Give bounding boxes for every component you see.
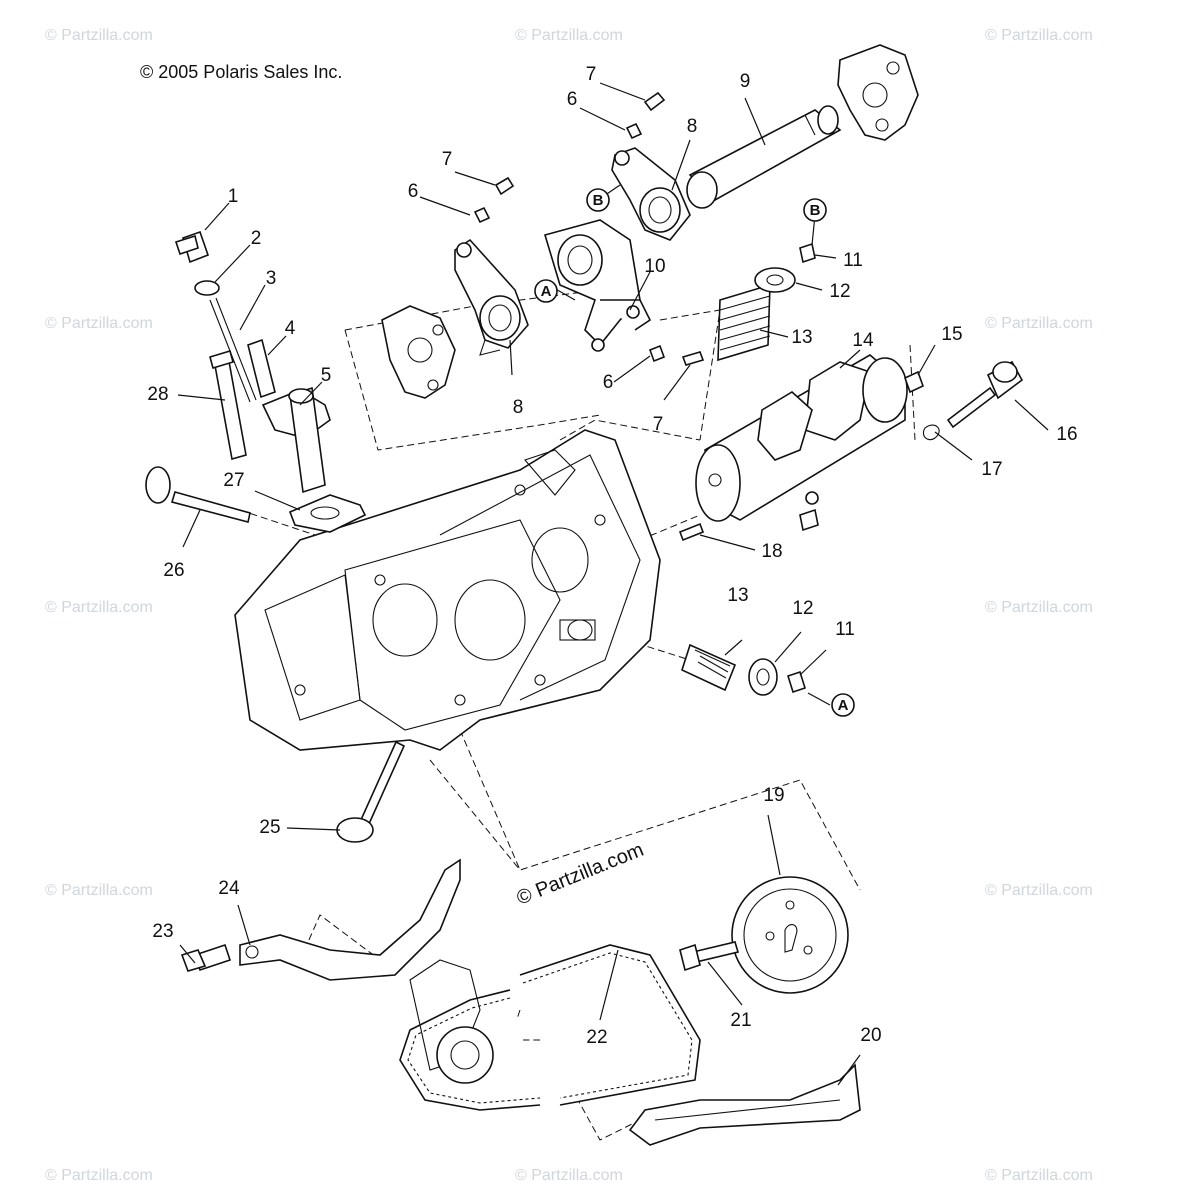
watermark: © Partzilla.com <box>45 315 153 332</box>
callout-number: 22 <box>586 1027 607 1048</box>
callout-labels: 1 2 3 4 5 6 6 6 7 7 7 8 8 9 10 11 11 12 … <box>147 64 1077 1048</box>
watermark-layer: © Partzilla.com © Partzilla.com © Partzi… <box>45 27 1093 1184</box>
callout-number: 11 <box>843 250 863 271</box>
crankshaft-sprocket <box>409 959 494 1084</box>
lower-valve-spring-set <box>681 643 806 696</box>
tensioner-blade <box>239 858 461 981</box>
intake-valve <box>145 466 251 523</box>
upper-valve-spring-set <box>717 242 816 362</box>
reference-letter: B <box>593 192 604 209</box>
cam-chain-tensioner <box>174 230 331 494</box>
watermark: © Partzilla.com <box>985 315 1093 332</box>
callout-number: 28 <box>147 384 168 405</box>
watermark: © Partzilla.com <box>45 27 153 44</box>
callout-number: 9 <box>740 71 751 92</box>
callout-number: 18 <box>761 541 782 562</box>
watermark: © Partzilla.com <box>45 882 153 899</box>
callout-number: 23 <box>152 921 173 942</box>
watermark: © Partzilla.com <box>985 1167 1093 1184</box>
cam-pin-and-decompressor <box>678 360 1024 542</box>
callout-number: 8 <box>687 116 698 137</box>
callout-number: 6 <box>567 89 578 110</box>
callout-number: 6 <box>408 181 419 202</box>
reference-circle-b: B <box>586 188 610 212</box>
callout-number: 8 <box>513 397 524 418</box>
cylinder-head <box>234 429 661 751</box>
sprocket-bolt <box>679 941 740 972</box>
rocker-arm-right <box>611 147 691 241</box>
copyright-notice: © 2005 Polaris Sales Inc. <box>140 62 343 82</box>
rocker-arm-center <box>543 219 652 352</box>
reference-letter: B <box>810 202 821 219</box>
callout-number: 1 <box>228 186 239 207</box>
callout-number: 14 <box>852 330 874 351</box>
rocker-shaft <box>686 105 842 209</box>
reference-markers: B B A A <box>534 188 855 717</box>
watermark: © Partzilla.com <box>985 882 1093 899</box>
callout-number: 2 <box>251 228 262 249</box>
center-watermark: © Partzilla.com <box>514 839 647 910</box>
reference-circle-a: A <box>534 279 558 303</box>
callout-number: 21 <box>730 1010 751 1031</box>
reference-letter: A <box>838 697 849 714</box>
callout-number: 27 <box>223 470 244 491</box>
callout-number: 25 <box>259 817 280 838</box>
callout-number: 7 <box>586 64 597 85</box>
watermark: © Partzilla.com <box>45 1167 153 1184</box>
callout-number: 13 <box>791 327 812 348</box>
callout-number: 5 <box>321 365 332 386</box>
leader-lines <box>177 82 1049 1086</box>
rocker-support-bracket <box>381 305 456 399</box>
callout-number: 19 <box>763 785 784 806</box>
watermark: © Partzilla.com <box>515 1167 623 1184</box>
cam-sprocket <box>731 876 849 994</box>
callout-number: 7 <box>653 414 664 435</box>
callout-number: 12 <box>792 598 813 619</box>
callout-number: 6 <box>603 372 614 393</box>
watermark: © Partzilla.com <box>515 27 623 44</box>
reference-circle-a: A <box>831 693 855 717</box>
callout-number: 13 <box>727 585 748 606</box>
pivot-bolt <box>180 943 232 972</box>
reference-letter: A <box>541 283 552 300</box>
callout-number: 12 <box>829 281 850 302</box>
timing-chain <box>399 944 701 1111</box>
callout-number: 11 <box>835 619 855 640</box>
camshaft-support-bracket <box>837 44 919 141</box>
chain-guide <box>628 1063 861 1146</box>
watermark: © Partzilla.com <box>985 27 1093 44</box>
callout-number: 3 <box>266 268 277 289</box>
rocker-arm-left <box>454 238 529 356</box>
camshaft <box>695 354 908 532</box>
tensioner-gasket <box>288 494 367 533</box>
callout-number: 24 <box>218 878 240 899</box>
watermark: © Partzilla.com <box>45 599 153 616</box>
callout-number: 15 <box>941 324 962 345</box>
callout-number: 20 <box>860 1025 881 1046</box>
callout-number: 26 <box>163 560 184 581</box>
watermark: © Partzilla.com <box>985 599 1093 616</box>
exhaust-valve <box>336 740 406 843</box>
callout-number: 17 <box>981 459 1002 480</box>
reference-circle-b: B <box>803 198 827 222</box>
adjuster-screws <box>473 91 705 366</box>
callout-number: 10 <box>644 256 665 277</box>
callout-number: 16 <box>1056 424 1077 445</box>
callout-number: 7 <box>442 149 453 170</box>
callout-number: 4 <box>285 318 296 339</box>
